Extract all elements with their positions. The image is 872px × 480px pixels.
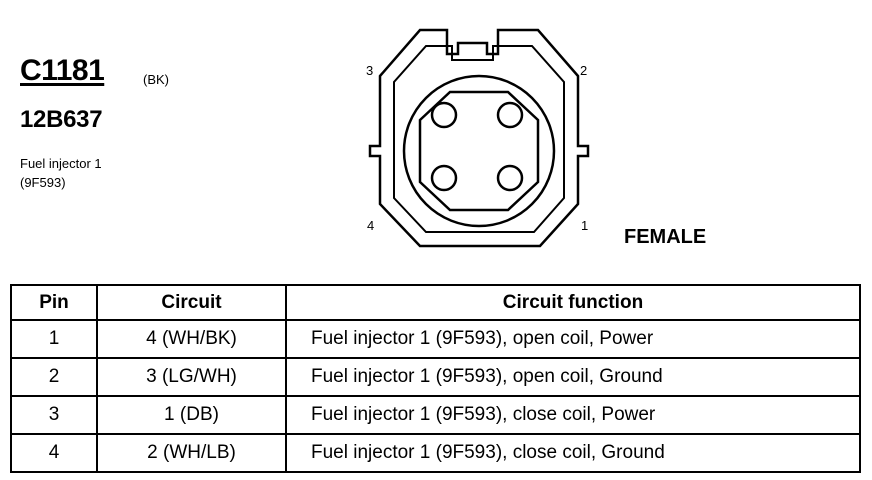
- cell-function: Fuel injector 1 (9F593), close coil, Pow…: [285, 395, 861, 435]
- cell-circuit: 2 (WH/LB): [96, 433, 287, 473]
- table-row: 4 2 (WH/LB) Fuel injector 1 (9F593), clo…: [10, 433, 861, 473]
- pin-socket-4: [430, 164, 458, 192]
- connector-face-diagram: [368, 28, 590, 248]
- pin-number-label: 3: [366, 63, 374, 78]
- header-pin: Pin: [10, 284, 98, 321]
- table-row: 2 3 (LG/WH) Fuel injector 1 (9F593), ope…: [10, 357, 861, 397]
- cell-pin: 4: [10, 433, 98, 473]
- pin-socket-3: [430, 101, 458, 129]
- part-number: 12B637: [20, 106, 103, 133]
- connector-outer-ring: [402, 74, 556, 228]
- pin-number-label: 4: [367, 218, 375, 233]
- pin-socket-1: [496, 164, 524, 192]
- connector-housing-outline: [368, 28, 590, 248]
- description-line-1: Fuel injector 1: [20, 156, 102, 171]
- connector-inner-outline: [393, 45, 565, 233]
- cell-circuit: 3 (LG/WH): [96, 357, 287, 397]
- pinout-table: Pin Circuit Circuit function 1 4 (WH/BK)…: [10, 284, 861, 473]
- cell-pin: 2: [10, 357, 98, 397]
- table-row: 3 1 (DB) Fuel injector 1 (9F593), close …: [10, 395, 861, 435]
- cell-function: Fuel injector 1 (9F593), open coil, Powe…: [285, 319, 861, 359]
- pin-number-label: 2: [580, 63, 588, 78]
- connector-gender-label: FEMALE: [624, 226, 707, 248]
- cell-function: Fuel injector 1 (9F593), open coil, Grou…: [285, 357, 861, 397]
- cell-pin: 1: [10, 319, 98, 359]
- pin-socket-2: [496, 101, 524, 129]
- pin-number-label: 1: [581, 218, 589, 233]
- connector-id: C1181: [20, 54, 105, 87]
- connector-face: [418, 90, 540, 212]
- table-row: 1 4 (WH/BK) Fuel injector 1 (9F593), ope…: [10, 319, 861, 359]
- header-circuit: Circuit: [96, 284, 287, 321]
- connector-color-code: (BK): [143, 72, 169, 87]
- cell-circuit: 4 (WH/BK): [96, 319, 287, 359]
- cell-function: Fuel injector 1 (9F593), close coil, Gro…: [285, 433, 861, 473]
- description-line-2: (9F593): [20, 175, 66, 190]
- cell-circuit: 1 (DB): [96, 395, 287, 435]
- header-function: Circuit function: [285, 284, 861, 321]
- table-header-row: Pin Circuit Circuit function: [10, 284, 861, 321]
- cell-pin: 3: [10, 395, 98, 435]
